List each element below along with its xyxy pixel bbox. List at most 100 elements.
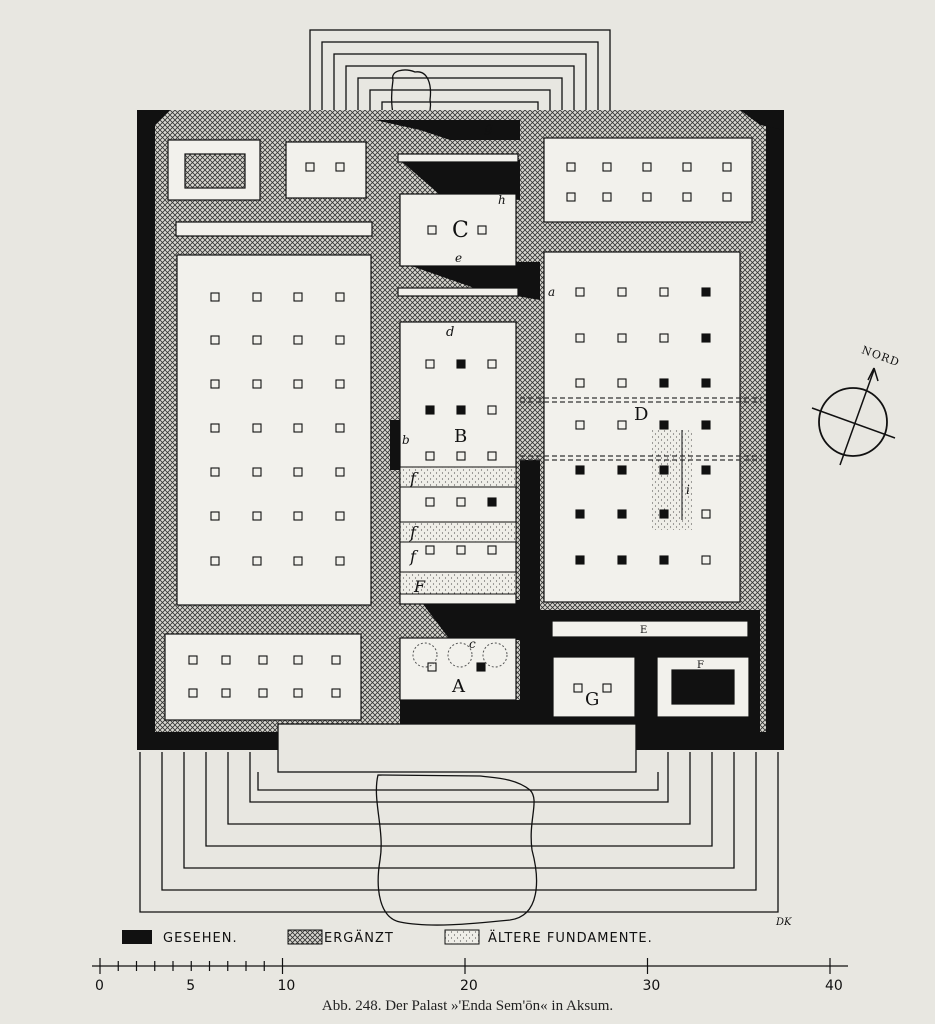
pillar (210, 467, 220, 477)
scale-bar: 0 5 10 20 30 40 (92, 958, 848, 994)
pillar (701, 509, 711, 519)
legend-older-label: ÄLTERE FUNDAMENTE. (488, 930, 653, 946)
room-label-a: A (451, 676, 466, 697)
room-label-f: F (697, 660, 704, 671)
south-staircase (139, 723, 779, 926)
pillar (573, 683, 583, 693)
room-top-left-2 (285, 141, 367, 199)
pillar (617, 378, 627, 388)
pillar (293, 556, 303, 566)
marker-e: e (455, 251, 462, 265)
signature: DK (775, 917, 792, 928)
room-top-left-1-core (184, 153, 246, 189)
scale-label: 5 (186, 978, 195, 994)
legend-seen-label: GESEHEN. (163, 931, 238, 946)
pillar-seen (701, 465, 711, 475)
pillar (335, 556, 345, 566)
room-a-circles (412, 642, 508, 668)
marker-d: d (446, 325, 454, 340)
room-a (399, 637, 517, 701)
pillar (602, 192, 612, 202)
scale-label: 20 (460, 978, 478, 994)
pillar-seen (456, 359, 466, 369)
marker-c: c (469, 637, 476, 651)
pillar (335, 292, 345, 302)
pillar (252, 292, 262, 302)
room-label-g: G (585, 689, 599, 710)
legend-swatch-seen (122, 930, 152, 944)
pillar (617, 420, 627, 430)
pillar (293, 423, 303, 433)
pillar-seen (659, 509, 669, 519)
room-d-dashed-lines (520, 397, 762, 520)
pillar (210, 556, 220, 566)
pillar (425, 545, 435, 555)
pillar (575, 420, 585, 430)
pillar (617, 287, 627, 297)
older-foundations (399, 430, 692, 595)
scale-label: 0 (95, 978, 104, 994)
pillar (642, 192, 652, 202)
pillar (575, 333, 585, 343)
pillar (487, 545, 497, 555)
pillar (682, 162, 692, 172)
pillar-seen (659, 420, 669, 430)
rooms (164, 137, 753, 721)
room-label-c: C (452, 218, 469, 243)
pillar (252, 335, 262, 345)
marker-labels: a b c d e g h i (402, 120, 690, 651)
pillar-seen (659, 378, 669, 388)
pillar (293, 292, 303, 302)
pillar-seen (701, 420, 711, 430)
pillar (221, 655, 231, 665)
scale-label: 30 (643, 978, 661, 994)
north-arrow-icon (867, 367, 879, 382)
scale-label: 40 (825, 978, 843, 994)
corridor-left (175, 221, 373, 237)
pillar-seen (659, 555, 669, 565)
pillar (425, 451, 435, 461)
room-labels: C B A D E F G f f f F (409, 218, 704, 710)
room-label-e: E (640, 625, 647, 636)
pillar-seen (575, 509, 585, 519)
compass-label: NORD (860, 343, 902, 369)
pillar (659, 287, 669, 297)
pillar (335, 162, 345, 172)
pillar-seen (487, 497, 497, 507)
pillar (427, 225, 437, 235)
pillar-seen (575, 555, 585, 565)
pillar (575, 378, 585, 388)
room-f-core (671, 669, 735, 705)
pillar (221, 688, 231, 698)
pillar-seen (701, 287, 711, 297)
pillar (602, 683, 612, 693)
room-b (399, 321, 517, 605)
room-e-strip (551, 620, 749, 638)
figure-caption: Abb. 248. Der Palast »'Enda Sem'ōn« in A… (321, 998, 614, 1014)
pillar (252, 511, 262, 521)
scale-label: 10 (278, 978, 296, 994)
pillar (335, 511, 345, 521)
room-label-d: D (634, 404, 648, 425)
pillar (477, 225, 487, 235)
pillar (617, 333, 627, 343)
pillars (188, 162, 732, 698)
pillar (566, 192, 576, 202)
label-f4: F (413, 577, 426, 596)
pillar (425, 359, 435, 369)
legend: GESEHEN. ERGÄNZT ÄLTERE FUNDAMENTE. DK (122, 917, 792, 946)
room-d (543, 251, 741, 603)
pillar (487, 359, 497, 369)
pillar (188, 655, 198, 665)
pillar (722, 192, 732, 202)
pillar (427, 662, 437, 672)
marker-a: a (548, 285, 555, 299)
pillar (456, 451, 466, 461)
pillar (331, 688, 341, 698)
pillar (252, 423, 262, 433)
pillar (425, 497, 435, 507)
pillar (456, 545, 466, 555)
pillar (252, 467, 262, 477)
pillar (293, 335, 303, 345)
